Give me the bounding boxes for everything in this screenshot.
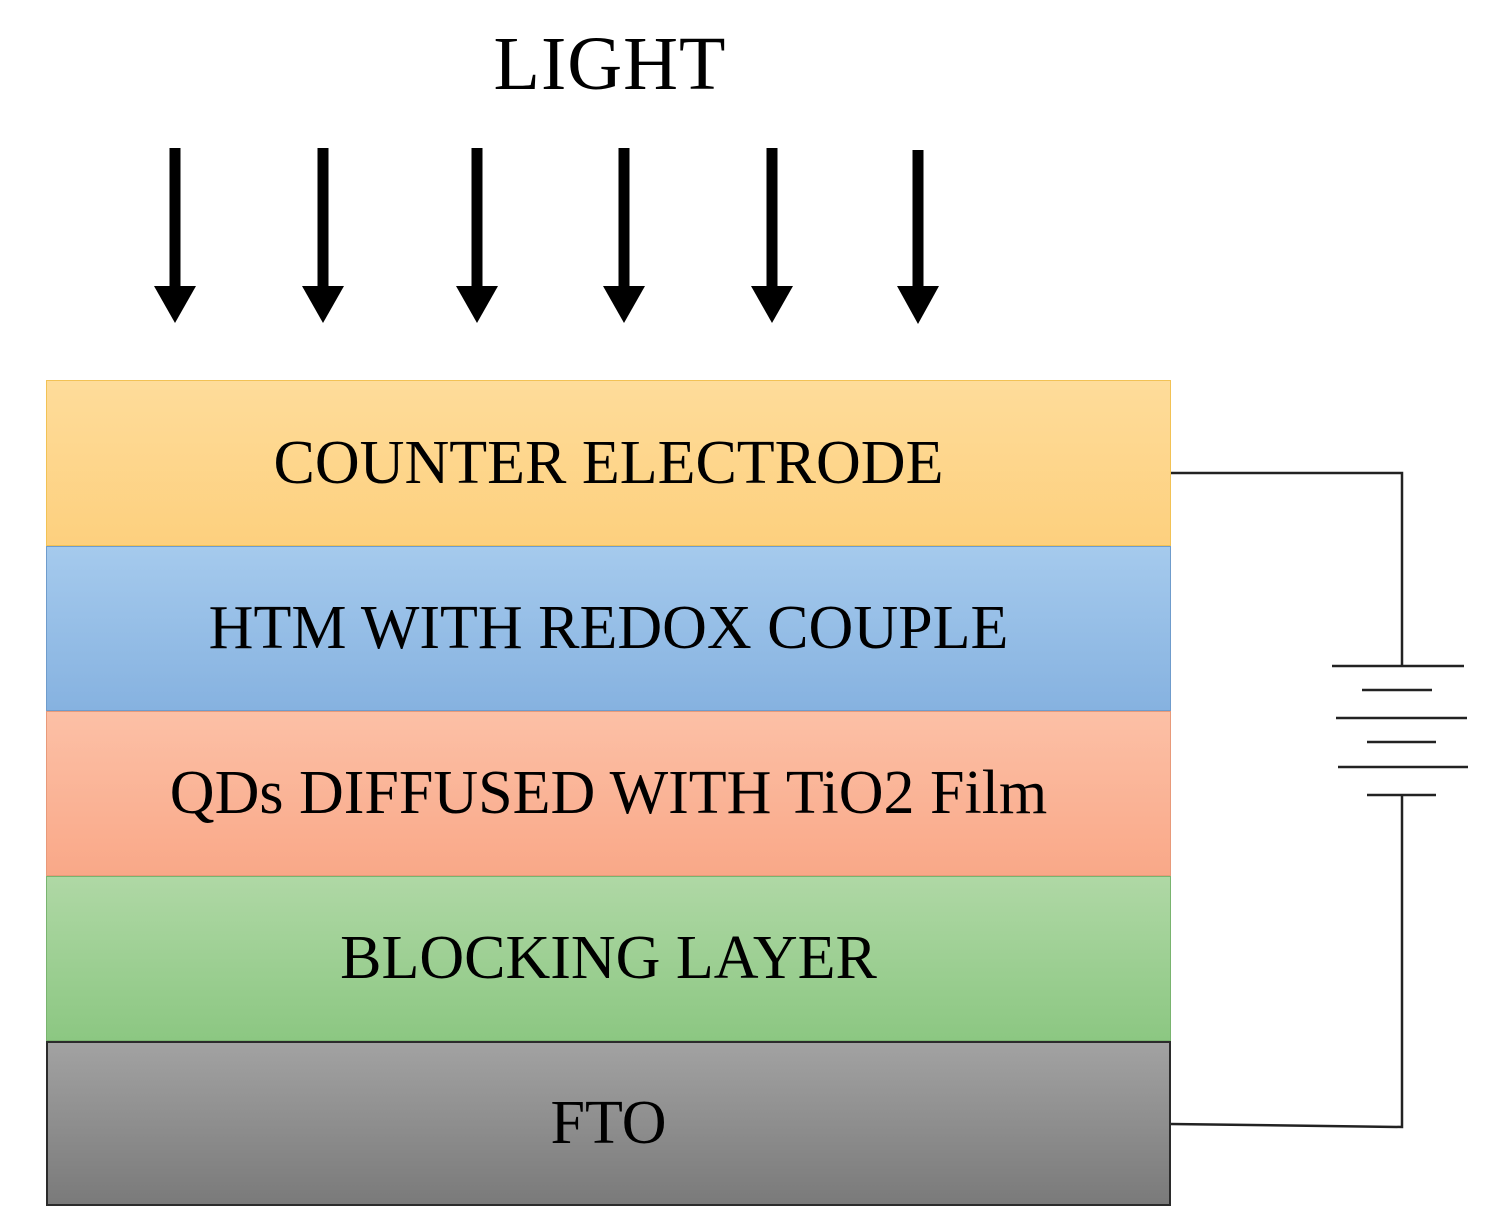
layer-htm-redox: HTM WITH REDOX COUPLE <box>46 546 1171 711</box>
light-arrow-2 <box>302 148 344 323</box>
layer-label: QDs DIFFUSED WITH TiO2 Film <box>169 759 1048 827</box>
layer-fto: FTO <box>46 1041 1171 1206</box>
light-arrows <box>154 148 939 324</box>
light-arrow-4 <box>603 148 645 323</box>
light-arrow-5 <box>751 148 793 323</box>
circuit-wire <box>1170 471 1404 1129</box>
light-label: LIGHT <box>493 22 727 106</box>
layer-label: BLOCKING LAYER <box>340 924 877 992</box>
layer-label: FTO <box>550 1089 667 1157</box>
light-arrow-3 <box>456 148 498 323</box>
layer-label: HTM WITH REDOX COUPLE <box>208 594 1009 662</box>
layer-counter-electrode: COUNTER ELECTRODE <box>46 380 1171 546</box>
layer-qds-tio2: QDs DIFFUSED WITH TiO2 Film <box>46 711 1171 876</box>
layer-label: COUNTER ELECTRODE <box>273 428 944 497</box>
light-arrow-1 <box>154 148 196 323</box>
layer-blocking: BLOCKING LAYER <box>46 876 1171 1041</box>
battery-icon <box>1332 664 1468 797</box>
light-arrow-6 <box>897 150 939 324</box>
